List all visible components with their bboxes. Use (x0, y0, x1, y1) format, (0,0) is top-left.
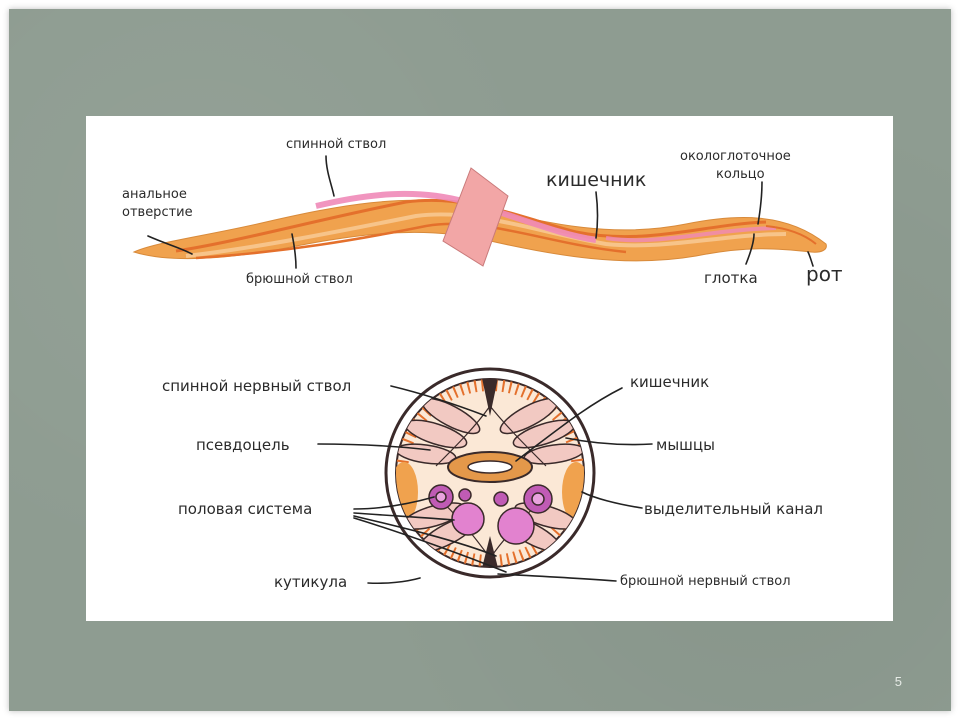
label-anus-2: отверстие (122, 205, 193, 220)
leader-dorsal-nerve (390, 385, 487, 417)
page-number: 5 (894, 674, 903, 689)
label-cuticle: кутикула (274, 573, 347, 591)
nematode-diagram: спинной ствол анальное отверстие брюшной… (122, 137, 843, 591)
label-intestine-cs: кишечник (630, 373, 709, 391)
label-pseudocoel: псевдоцель (196, 436, 290, 454)
section-plane (442, 167, 509, 267)
slide: спинной ствол анальное отверстие брюшной… (9, 9, 951, 711)
label-ring-2: кольцо (716, 167, 765, 182)
diagram-panel: спинной ствол анальное отверстие брюшной… (86, 116, 893, 621)
label-ring-1: окологлоточное (680, 149, 791, 164)
label-pharynx: глотка (704, 269, 758, 287)
leader-intestine (595, 191, 599, 239)
leader-ventral-nerve (497, 573, 617, 582)
leader-reproductive-4 (353, 517, 507, 573)
label-dorsal-trunk: спинной ствол (286, 137, 386, 152)
leader-pseudocoel (317, 443, 431, 451)
leader-ventral-trunk (291, 233, 297, 269)
label-muscles: мышцы (656, 436, 715, 454)
leader-reproductive-3 (353, 515, 497, 557)
label-anus-1: анальное (122, 187, 187, 202)
label-mouth: рот (806, 262, 843, 286)
label-ventral-nerve: брюшной нервный ствол (620, 574, 791, 589)
leader-dorsal-trunk (325, 155, 335, 197)
leader-reproductive-2 (353, 512, 455, 521)
leader-cuticle (367, 577, 421, 585)
label-dorsal-nerve: спинной нервный ствол (162, 377, 351, 395)
leader-reproductive-1 (353, 496, 435, 510)
label-ventral-trunk: брюшной ствол (246, 272, 353, 287)
leader-mouth (807, 251, 814, 267)
label-reproductive: половая система (178, 500, 312, 518)
leader-intestine-cs (515, 387, 623, 462)
leader-anus (147, 235, 193, 255)
leader-pharynx (745, 233, 755, 265)
leader-excretory (581, 491, 643, 509)
leader-muscles (565, 437, 653, 446)
cross-section (384, 367, 596, 579)
leader-ring (757, 181, 763, 225)
label-excretory: выделительный канал (644, 500, 823, 518)
label-intestine: кишечник (546, 169, 646, 191)
